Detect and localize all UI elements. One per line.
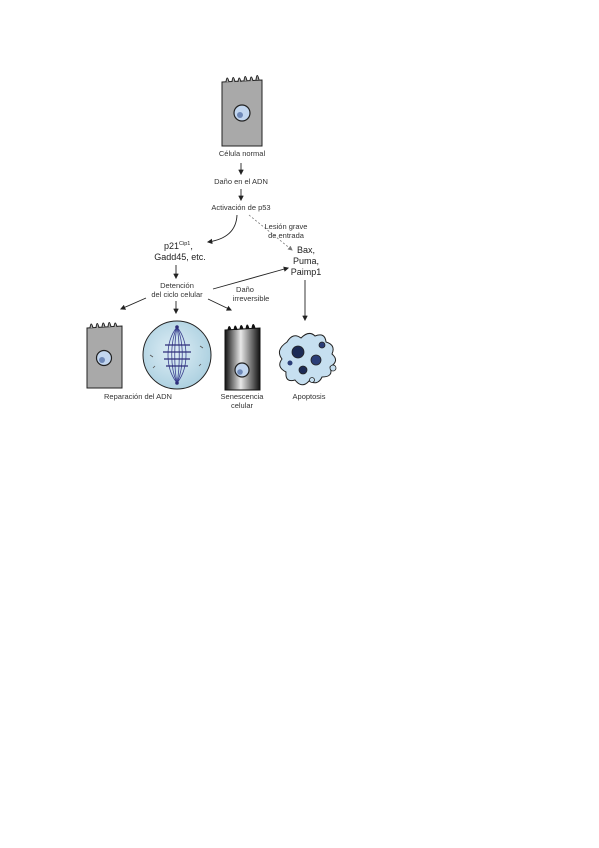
senescent-cell <box>224 324 261 391</box>
normal-cell-label: Célula normal <box>219 149 266 158</box>
arrow-to-bax-dashed <box>248 214 293 251</box>
gadd45-label: Gadd45, etc. <box>154 252 206 262</box>
p21-superscript: Cip1 <box>179 241 190 247</box>
cell-cycle-arrest-line1: Detención <box>160 281 194 290</box>
repair-cell <box>86 322 123 389</box>
irreversible-line2: irreversible <box>233 294 270 303</box>
repair-label: Reparación del ADN <box>104 392 172 401</box>
apoptotic-cell <box>278 332 337 386</box>
p53-activation-label: Activación de p53 <box>211 203 270 212</box>
mitotic-cell <box>142 320 212 390</box>
arrow-to-p21 <box>206 214 238 245</box>
dna-damage-label: Daño en el ADN <box>214 177 268 186</box>
irreversible-line1: Daño <box>236 285 254 294</box>
bax-label-line2: Puma, <box>293 256 319 266</box>
apoptosis-label: Apoptosis <box>293 392 326 401</box>
cell-cycle-arrest-line2: del ciclo celular <box>151 290 203 299</box>
normal-cell-top <box>221 75 263 147</box>
bax-label-line1: Bax, <box>297 245 315 255</box>
bax-label-line3: Paimp1 <box>291 267 322 277</box>
severe-lesion-line2: de entrada <box>268 231 305 240</box>
p21-label: p21Cip1, <box>164 241 193 251</box>
severe-lesion-line1: Lesión grave <box>265 222 308 231</box>
senescence-label-line1: Senescencia <box>221 392 265 401</box>
senescence-label-line2: celular <box>231 401 254 410</box>
arrow-cycle-to-bax <box>212 266 290 290</box>
